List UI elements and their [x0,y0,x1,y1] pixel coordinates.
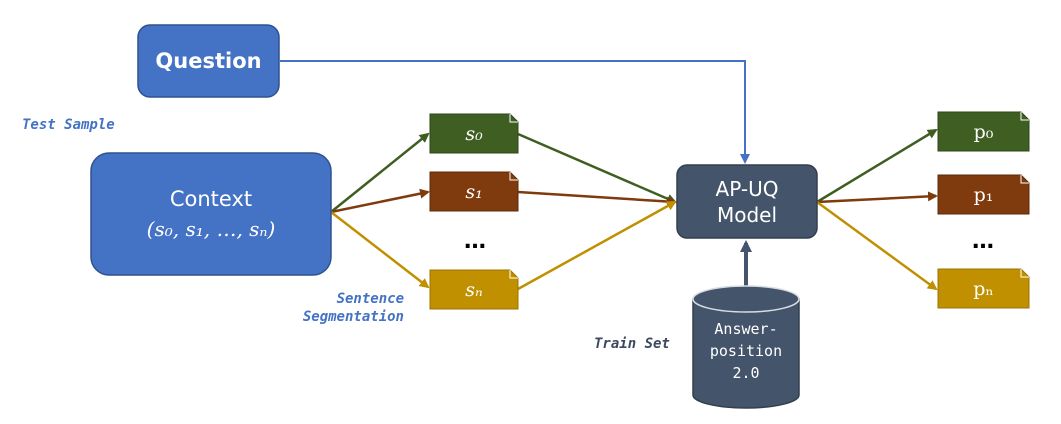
output-box-p0 [937,111,1030,152]
segmentation-line1: Sentence [336,291,404,307]
context-box [90,152,332,276]
model-label: AP-UQ Model [677,165,817,238]
question-box [137,24,280,98]
question-to-model-arrow [280,60,750,164]
s0-to-model-arrow [517,132,677,204]
context-title: Context [169,187,253,211]
model-to-pn-arrow [816,200,938,291]
context-to-s1-arrow [330,188,430,214]
context-formula: (s₀, s₁, …, sₙ) [146,217,276,241]
question-label: Question [155,49,262,73]
sentence-label-sn: sₙ [465,278,483,301]
train-set-caption: Train Set [594,336,670,352]
sentence-label-s1: s₁ [465,180,483,203]
output-ellipsis: … [972,228,994,254]
sentence-box-s1 [429,171,519,212]
train-database-cylinder [692,285,800,409]
sentence-segmentation-caption: Sentence Segmentation [276,290,404,326]
s1-to-model-arrow [517,190,677,207]
context-to-sn-arrow [330,211,430,289]
sentence-ellipsis: … [464,228,486,254]
sentence-box-s0 [429,113,519,154]
train-database-line1: Answer- [714,320,778,338]
model-label-line1: AP-UQ [715,176,779,201]
sentence-label-s0: s₀ [465,122,483,145]
sn-to-model-arrow [517,200,677,291]
train-database-label: Answer- position 2.0 [693,318,799,384]
output-label-pn: pₙ [973,277,994,300]
output-box-pn [937,268,1030,309]
model-to-p0-arrow [816,128,938,204]
output-box-p1 [937,174,1030,215]
context-label-group: Context (s₀, s₁, …, sₙ) [91,153,331,275]
model-box [676,164,818,239]
model-to-p1-arrow [816,191,938,204]
train-database-line3: 2.0 [732,364,760,382]
context-to-s0-arrow [330,132,430,213]
output-label-p1: p₁ [973,183,994,206]
train-database-line2: position [709,342,783,360]
model-label-line2: Model [716,202,778,227]
segmentation-line2: Segmentation [302,309,404,325]
test-sample-caption: Test Sample [22,117,115,133]
sentence-box-sn [429,269,519,310]
output-label-p0: p₀ [973,120,994,143]
